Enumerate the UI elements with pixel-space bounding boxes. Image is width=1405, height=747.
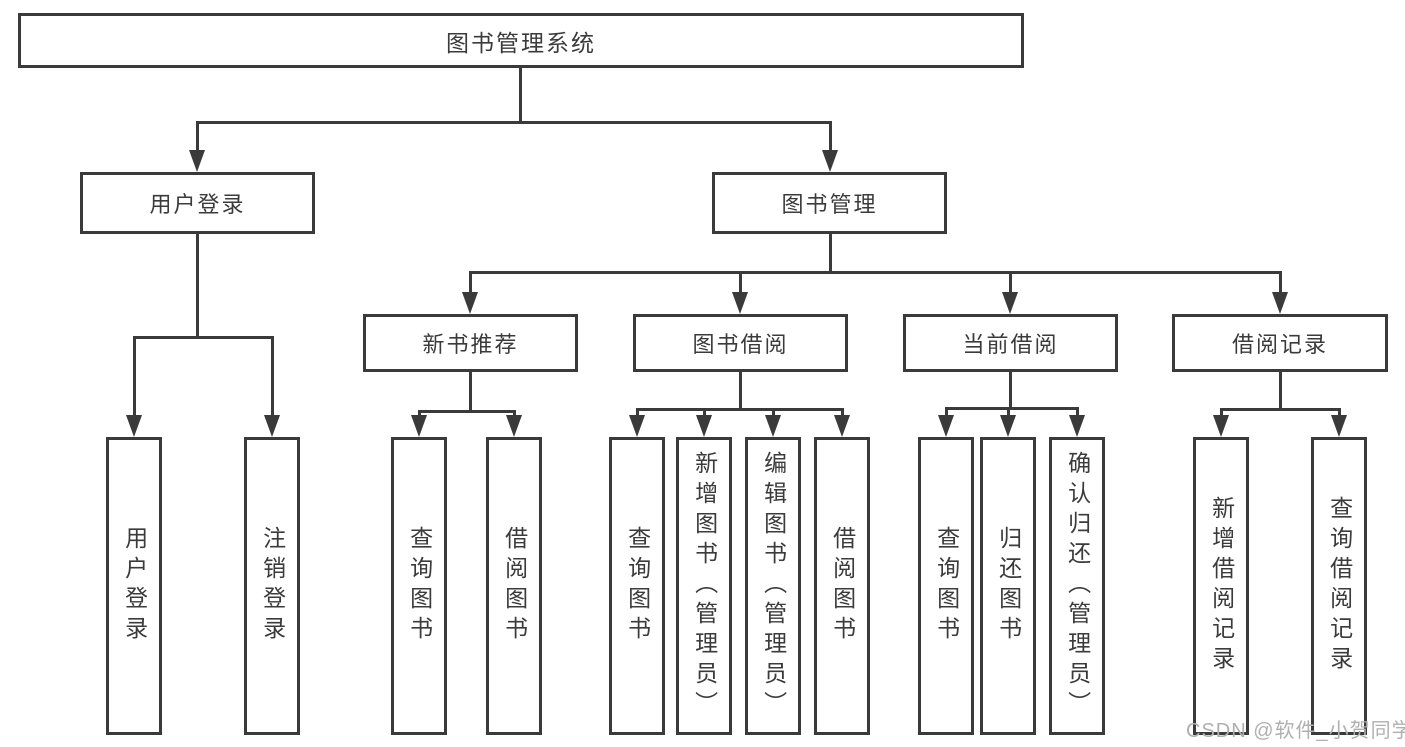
arrow-head bbox=[264, 415, 280, 437]
connector-root-stem bbox=[519, 68, 522, 121]
arrow-head bbox=[126, 415, 142, 437]
node-label: 注销登录 bbox=[259, 526, 286, 646]
node-leaf-query-books-c: 查询图书 bbox=[918, 437, 974, 735]
arrow-stem bbox=[772, 411, 775, 417]
arrow-stem bbox=[739, 274, 742, 294]
node-label: 查询图书 bbox=[933, 526, 960, 646]
node-leaf-query-borrow-record: 查询借阅记录 bbox=[1311, 437, 1367, 735]
connector-newbook-hline bbox=[418, 410, 516, 413]
arrow-head bbox=[629, 415, 645, 437]
connector-borrowrecords-hline bbox=[1220, 408, 1341, 411]
arrow-stem bbox=[133, 339, 136, 417]
node-current-borrow: 当前借阅 bbox=[903, 314, 1118, 372]
node-label: 图书借阅 bbox=[692, 332, 789, 357]
node-label: 当前借阅 bbox=[962, 332, 1059, 357]
node-leaf-confirm-return-admin: 确认归还（管理员） bbox=[1049, 437, 1105, 735]
arrow-head bbox=[834, 415, 850, 437]
node-label: 用户登录 bbox=[121, 526, 148, 646]
node-book-management: 图书管理 bbox=[712, 172, 947, 234]
arrow-head bbox=[822, 150, 838, 172]
node-label: 用户登录 bbox=[149, 192, 246, 217]
node-library-system: 图书管理系统 bbox=[18, 13, 1024, 68]
connector-bookborrow-stem bbox=[739, 372, 742, 408]
arrow-stem bbox=[1009, 274, 1012, 294]
node-leaf-edit-book-admin: 编辑图书（管理员） bbox=[745, 437, 801, 735]
node-leaf-borrow-books-a: 借阅图书 bbox=[486, 437, 542, 735]
arrow-head bbox=[506, 415, 522, 437]
node-leaf-query-books-b: 查询图书 bbox=[609, 437, 665, 735]
connector-borrowrecords-stem bbox=[1279, 372, 1282, 408]
node-label: 图书管理 bbox=[781, 192, 878, 217]
arrow-stem bbox=[1279, 274, 1282, 294]
node-label: 借阅图书 bbox=[501, 526, 528, 646]
arrow-stem bbox=[1220, 411, 1223, 417]
arrow-head bbox=[938, 415, 954, 437]
node-new-book-recommend: 新书推荐 bbox=[363, 314, 578, 372]
arrow-stem bbox=[1338, 411, 1341, 417]
node-label: 查询图书 bbox=[406, 526, 433, 646]
connector-bookmgmt-stem bbox=[829, 234, 832, 271]
connector-userlogin-stem bbox=[196, 234, 199, 336]
node-label: 新书推荐 bbox=[422, 332, 519, 357]
node-label: 借阅图书 bbox=[829, 526, 856, 646]
arrow-stem bbox=[271, 339, 274, 417]
arrow-head bbox=[189, 150, 205, 172]
node-leaf-query-books-a: 查询图书 bbox=[391, 437, 447, 735]
node-book-borrow: 图书借阅 bbox=[633, 314, 848, 372]
arrow-stem bbox=[636, 411, 639, 417]
connector-newbook-stem bbox=[469, 372, 472, 410]
arrow-head bbox=[1213, 415, 1229, 437]
arrow-head bbox=[765, 415, 781, 437]
arrow-stem bbox=[829, 124, 832, 152]
arrow-stem bbox=[841, 411, 844, 417]
arrow-head bbox=[1069, 415, 1085, 437]
connector-bookmgmt-hline bbox=[469, 271, 1282, 274]
node-label: 查询借阅记录 bbox=[1326, 496, 1353, 676]
node-label: 图书管理系统 bbox=[446, 29, 596, 56]
connector-userlogin-hline bbox=[133, 336, 274, 339]
node-label: 查询图书 bbox=[624, 526, 651, 646]
arrow-stem bbox=[703, 411, 706, 417]
node-borrow-records: 借阅记录 bbox=[1172, 314, 1388, 372]
node-label: 编辑图书（管理员） bbox=[760, 451, 787, 721]
arrow-head bbox=[1000, 415, 1016, 437]
arrow-head bbox=[462, 292, 478, 314]
arrow-head bbox=[411, 415, 427, 437]
node-leaf-logout: 注销登录 bbox=[244, 437, 300, 735]
node-label: 新增图书（管理员） bbox=[691, 451, 718, 721]
node-leaf-borrow-books-b: 借阅图书 bbox=[814, 437, 870, 735]
arrow-head bbox=[1272, 292, 1288, 314]
connector-currentborrow-hline bbox=[945, 407, 1079, 410]
arrow-stem bbox=[1076, 410, 1079, 417]
connector-bookborrow-hline bbox=[636, 408, 844, 411]
node-label: 借阅记录 bbox=[1231, 332, 1328, 357]
node-leaf-user-login: 用户登录 bbox=[106, 437, 162, 735]
connector-currentborrow-stem bbox=[1009, 372, 1012, 407]
node-label: 确认归还（管理员） bbox=[1064, 451, 1091, 721]
connector-root-hline bbox=[196, 121, 832, 124]
node-label: 归还图书 bbox=[995, 526, 1022, 646]
arrow-head bbox=[732, 292, 748, 314]
arrow-stem bbox=[196, 124, 199, 152]
node-label: 新增借阅记录 bbox=[1208, 496, 1235, 676]
arrow-head bbox=[1331, 415, 1347, 437]
arrow-stem bbox=[1007, 410, 1010, 417]
arrow-head bbox=[696, 415, 712, 437]
node-leaf-add-borrow-record: 新增借阅记录 bbox=[1193, 437, 1249, 735]
arrow-stem bbox=[945, 410, 948, 417]
arrow-stem bbox=[469, 274, 472, 294]
node-leaf-add-book-admin: 新增图书（管理员） bbox=[676, 437, 732, 735]
arrow-head bbox=[1002, 292, 1018, 314]
csdn-watermark: CSDN @软件_小贺同学 bbox=[1186, 720, 1405, 742]
node-user-login: 用户登录 bbox=[80, 172, 315, 234]
node-leaf-return-books: 归还图书 bbox=[980, 437, 1036, 735]
